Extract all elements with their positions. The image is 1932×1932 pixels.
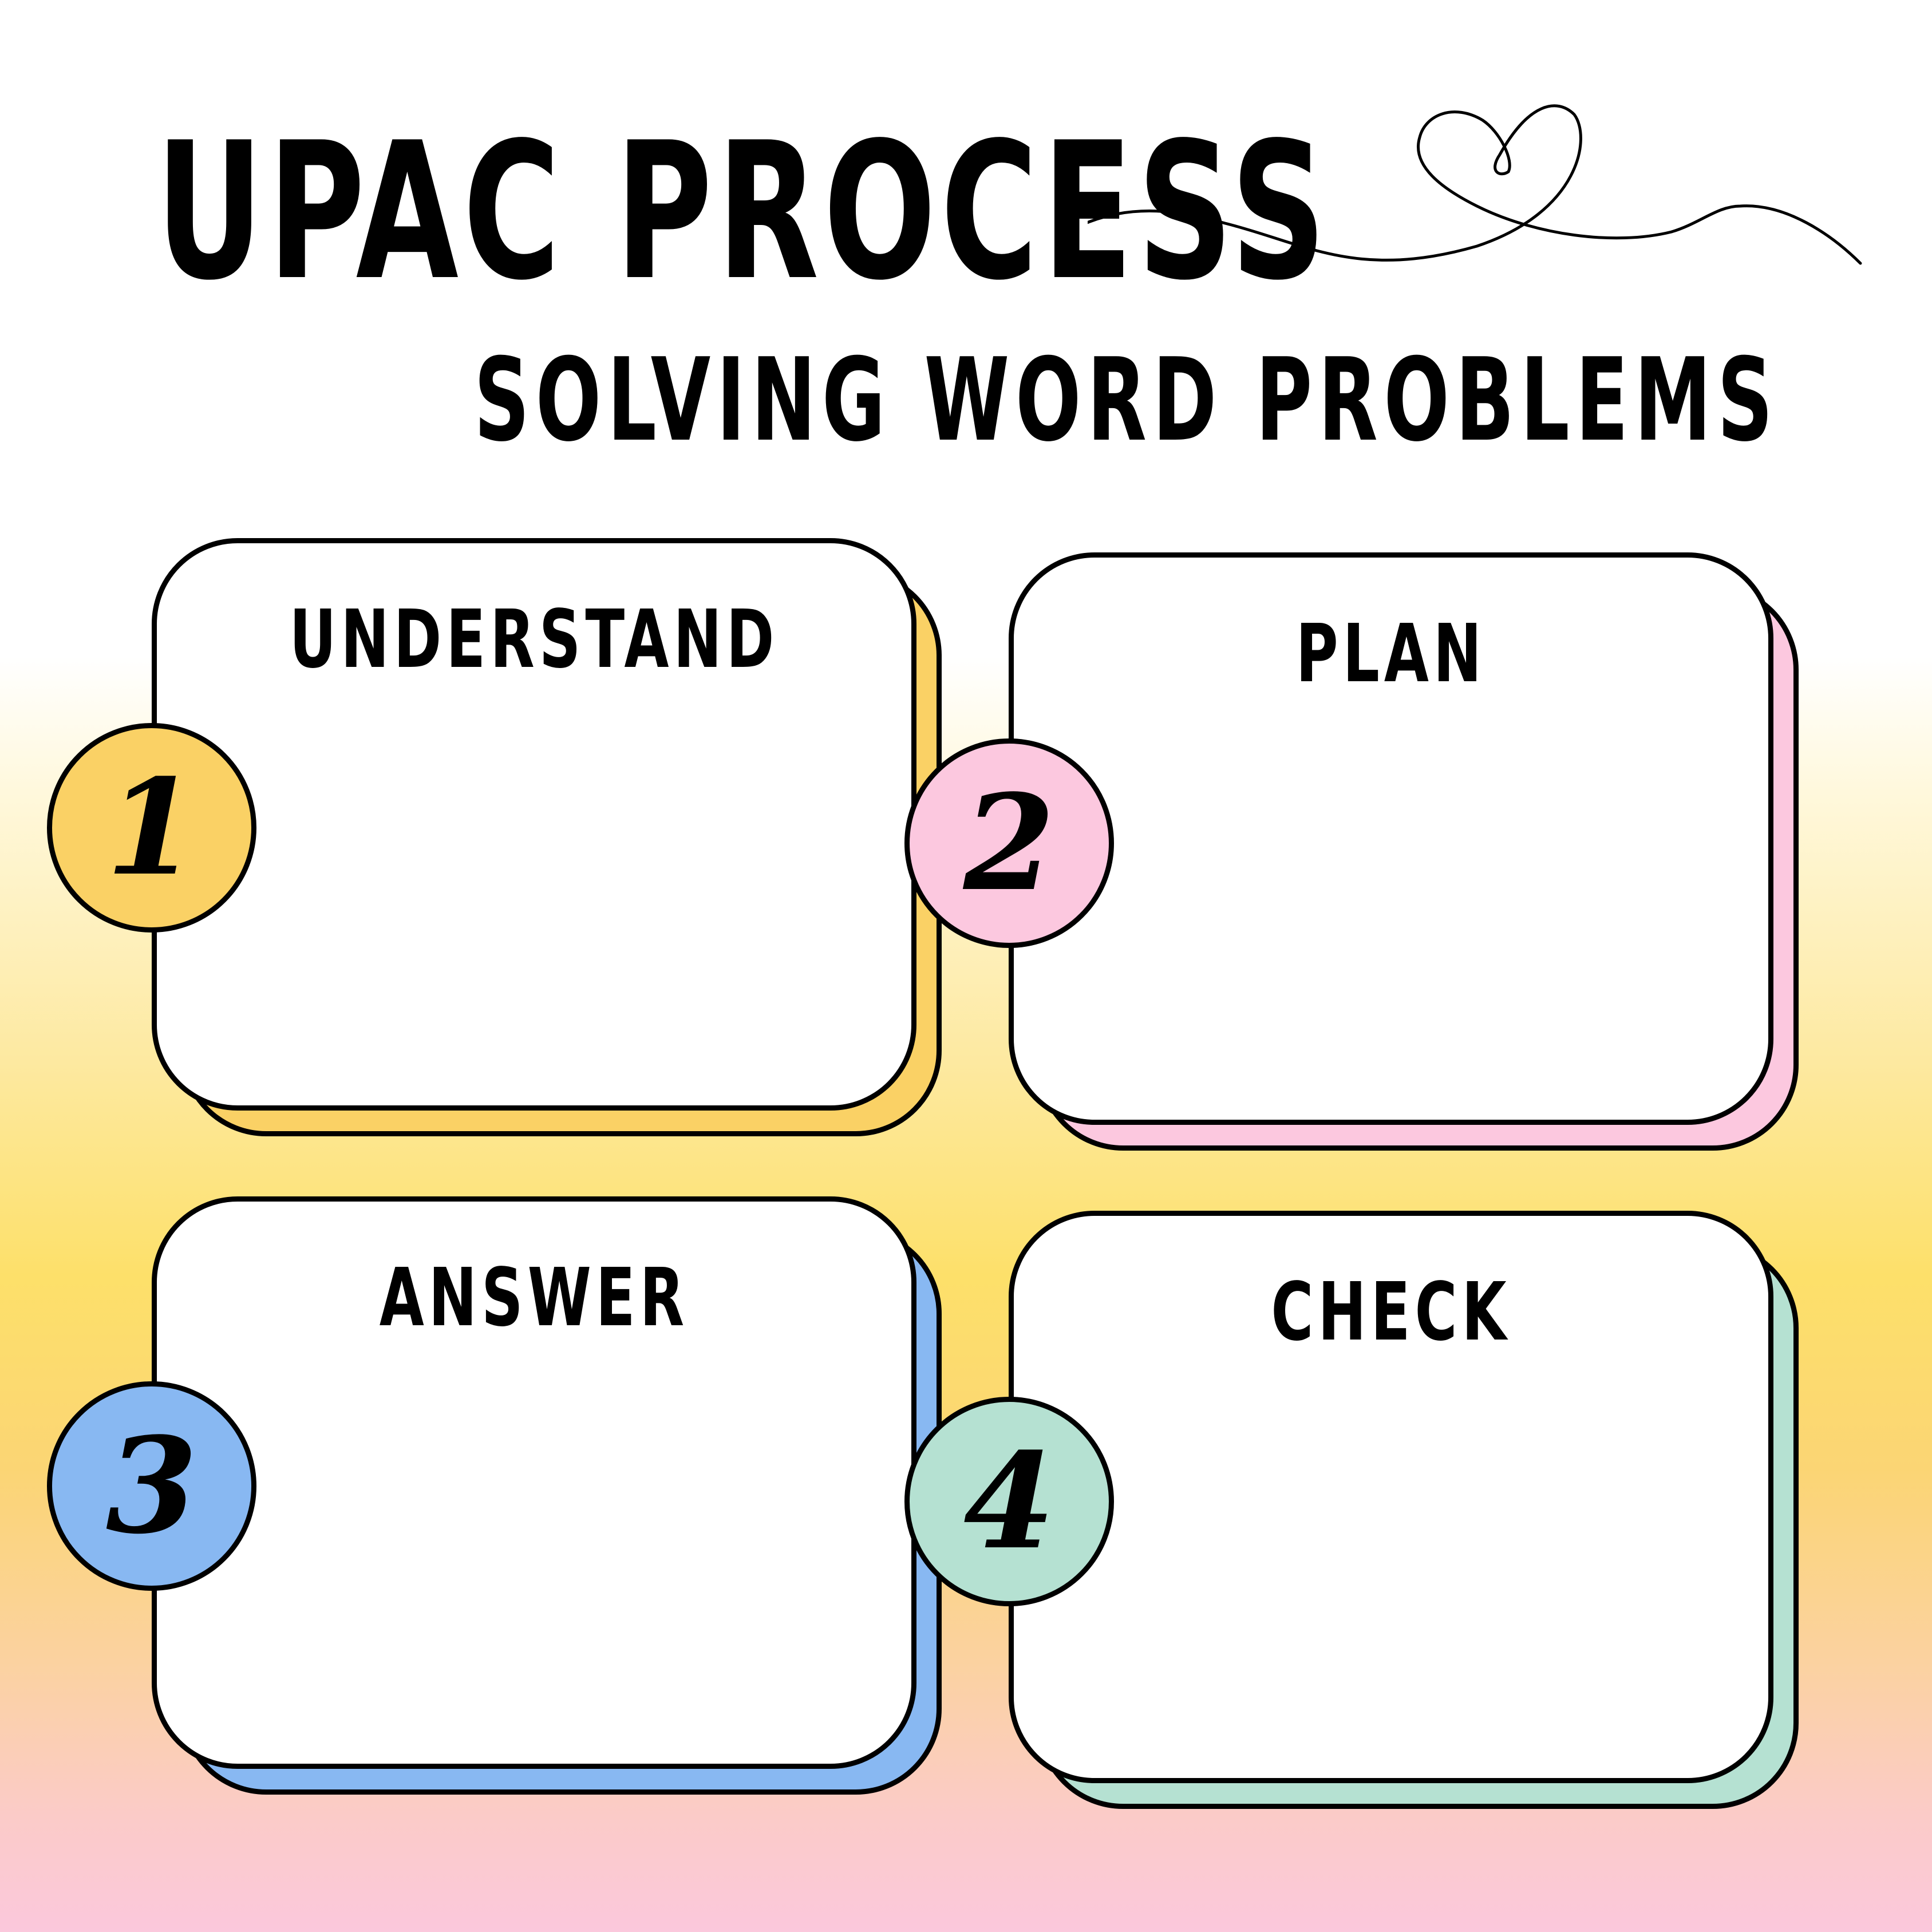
step-card-understand: UNDERSTAND xyxy=(152,538,942,1136)
heart-swirl-icon xyxy=(1088,104,1862,265)
step-card-check: CHECK xyxy=(1009,1211,1799,1809)
step-number: 1 xyxy=(105,750,198,905)
step-number-badge: 4 xyxy=(904,1397,1114,1606)
step-label: CHECK xyxy=(1271,1266,1511,1359)
step-label: UNDERSTAND xyxy=(289,593,779,686)
step-card-answer: ANSWER xyxy=(152,1196,942,1795)
step-number: 3 xyxy=(105,1409,198,1563)
step-card-plan: PLAN xyxy=(1009,552,1799,1151)
page-subtitle: SOLVING WORD PROBLEMS xyxy=(474,334,1779,467)
step-number: 4 xyxy=(963,1424,1056,1579)
card-panel xyxy=(152,538,916,1111)
step-number-badge: 1 xyxy=(47,723,256,933)
step-number: 2 xyxy=(963,766,1056,920)
step-number-badge: 2 xyxy=(904,738,1114,948)
step-label: PLAN xyxy=(1295,607,1487,701)
step-number-badge: 3 xyxy=(47,1381,256,1591)
card-panel xyxy=(1009,1211,1773,1783)
step-label: ANSWER xyxy=(379,1251,689,1345)
